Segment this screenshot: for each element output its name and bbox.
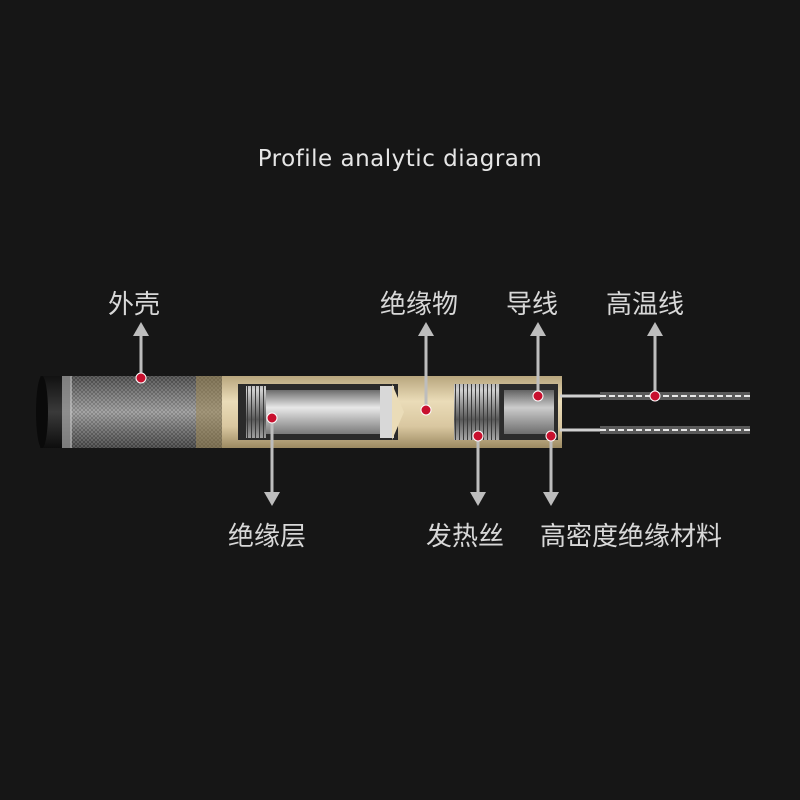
diagram-title: Profile analytic diagram [257, 146, 543, 172]
label-insulation-layer: 绝缘层 [228, 522, 307, 552]
label-lead-wire: 导线 [506, 290, 559, 320]
callout-arrows [139, 332, 657, 496]
outer-shell [36, 376, 230, 448]
label-insulator: 绝缘物 [380, 290, 459, 320]
ceramic-tube [222, 376, 562, 448]
red-markers [135, 372, 661, 442]
label-high-temp-wire: 高温线 [606, 290, 685, 320]
arrow-heads [133, 322, 663, 506]
label-shell: 外壳 [108, 290, 161, 320]
label-heating-wire: 发热丝 [426, 522, 505, 552]
label-high-density-insulation: 高密度绝缘材料 [540, 522, 723, 552]
